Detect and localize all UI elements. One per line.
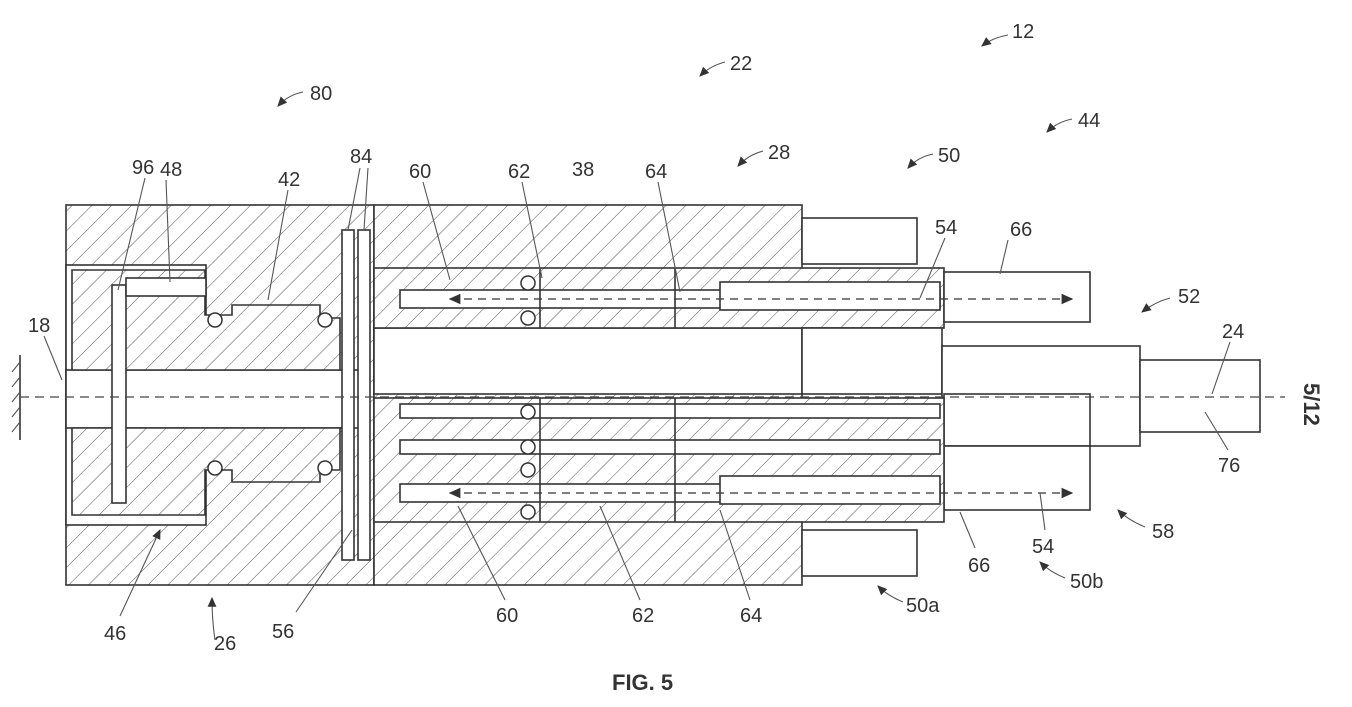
label-28: 28 bbox=[768, 142, 790, 164]
tube-assembly-right bbox=[801, 217, 1091, 577]
label-12: 12 bbox=[1012, 21, 1034, 43]
reference-arrows bbox=[207, 34, 1171, 641]
label-58: 58 bbox=[1152, 521, 1174, 543]
label-52: 52 bbox=[1178, 286, 1200, 308]
label-64-top: 64 bbox=[645, 161, 667, 183]
leader-lines bbox=[43, 167, 1231, 617]
label-42: 42 bbox=[278, 169, 300, 191]
tube-assembly-upper bbox=[373, 267, 1091, 329]
label-26: 26 bbox=[214, 633, 236, 655]
label-56: 56 bbox=[272, 621, 294, 643]
label-54-bottom: 54 bbox=[1032, 536, 1054, 558]
label-80: 80 bbox=[310, 83, 332, 105]
label-18: 18 bbox=[28, 315, 50, 337]
sheet-number: 5/12 bbox=[1299, 383, 1324, 426]
label-50b: 50b bbox=[1070, 571, 1103, 593]
label-66-top: 66 bbox=[1010, 219, 1032, 241]
label-60-top: 60 bbox=[409, 161, 431, 183]
label-54-top: 54 bbox=[935, 217, 957, 239]
label-62-bottom: 62 bbox=[632, 605, 654, 627]
label-64-bottom: 64 bbox=[740, 605, 762, 627]
figure-caption: FIG. 5 bbox=[612, 670, 673, 695]
label-60-bottom: 60 bbox=[496, 605, 518, 627]
label-62-top: 62 bbox=[508, 161, 530, 183]
label-48: 48 bbox=[160, 159, 182, 181]
tube-assembly-lower bbox=[373, 397, 1074, 523]
label-46: 46 bbox=[104, 623, 126, 645]
label-44: 44 bbox=[1078, 110, 1100, 132]
label-24: 24 bbox=[1222, 321, 1244, 343]
rotor-48 bbox=[71, 269, 341, 516]
ball-bearings-left bbox=[207, 312, 333, 476]
label-96: 96 bbox=[132, 157, 154, 179]
label-50a: 50a bbox=[906, 595, 940, 617]
housing-38 bbox=[373, 204, 803, 586]
reference-numerals: 12 22 80 44 28 50 96 48 42 84 60 62 38 6… bbox=[28, 21, 1244, 655]
label-76: 76 bbox=[1218, 455, 1240, 477]
label-38: 38 bbox=[572, 159, 594, 181]
label-50: 50 bbox=[938, 145, 960, 167]
label-66-bottom: 66 bbox=[968, 555, 990, 577]
label-22: 22 bbox=[730, 53, 752, 75]
ground-symbol bbox=[11, 355, 21, 440]
label-84: 84 bbox=[350, 146, 372, 168]
